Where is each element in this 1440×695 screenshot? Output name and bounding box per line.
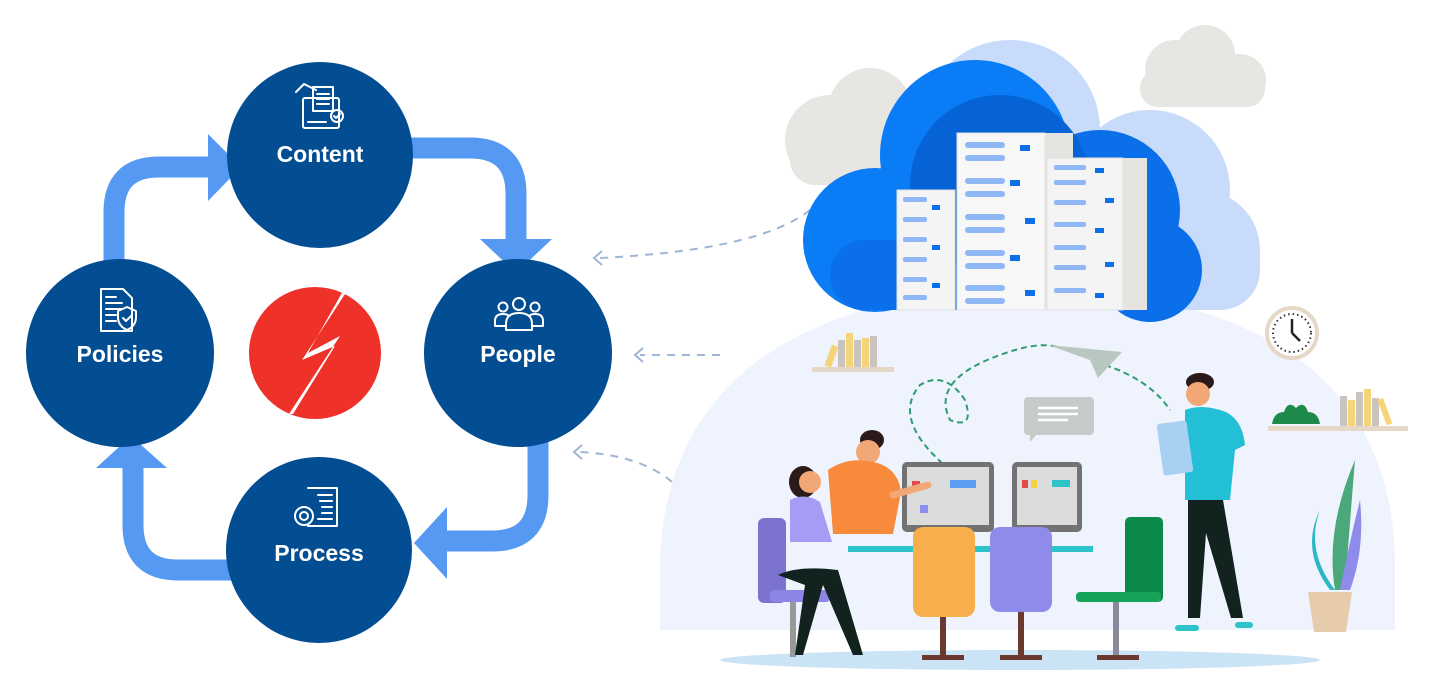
man-orange xyxy=(828,430,932,534)
people-group-icon xyxy=(494,297,544,331)
node-policies: Policies xyxy=(26,259,214,447)
arrowhead-process xyxy=(414,507,447,579)
shelf-left xyxy=(812,333,894,372)
center-badge xyxy=(249,287,381,419)
arrowheads xyxy=(96,134,552,579)
grey-cloud xyxy=(785,25,1266,185)
gear-document-icon xyxy=(294,487,338,527)
node-content-label: Content xyxy=(277,141,364,167)
node-process: Process xyxy=(226,457,412,643)
connector-team xyxy=(579,451,673,483)
clock-icon xyxy=(1265,306,1319,360)
node-people-label: People xyxy=(480,341,555,367)
cloud-office-illustration xyxy=(660,25,1408,670)
documents-folder-icon xyxy=(295,83,344,129)
node-policies-label: Policies xyxy=(77,341,164,367)
paper-plane-trail xyxy=(909,344,1171,471)
arrow-content-to-people xyxy=(405,137,527,245)
monitor-right xyxy=(1012,462,1082,532)
lightning-bolt-icon xyxy=(289,291,347,414)
connector-arrowheads xyxy=(572,250,644,460)
dashed-connectors xyxy=(579,209,811,483)
node-process-label: Process xyxy=(274,540,364,566)
node-content: Content xyxy=(227,62,413,248)
connector-cloud xyxy=(599,209,811,259)
monitor-left xyxy=(902,462,994,532)
speech-bubble-icon xyxy=(1024,397,1094,442)
shelf-right xyxy=(1268,389,1408,431)
cycle-arrows xyxy=(103,137,549,581)
paper-plane-icon xyxy=(1048,345,1122,378)
document-shield-icon xyxy=(100,288,137,332)
arrowhead-content xyxy=(208,134,241,201)
arrowhead-policies xyxy=(96,436,167,468)
arrow-policies-to-content xyxy=(103,156,215,265)
node-people: People xyxy=(424,259,612,447)
arrowhead-people xyxy=(480,239,552,273)
arrow-people-to-process xyxy=(440,440,549,552)
server-racks xyxy=(896,132,1147,311)
woman-seated xyxy=(778,466,863,655)
chairs xyxy=(758,517,1163,660)
man-standing xyxy=(1156,373,1253,631)
potted-plant xyxy=(1308,460,1362,632)
arrow-process-to-policies xyxy=(122,462,235,581)
